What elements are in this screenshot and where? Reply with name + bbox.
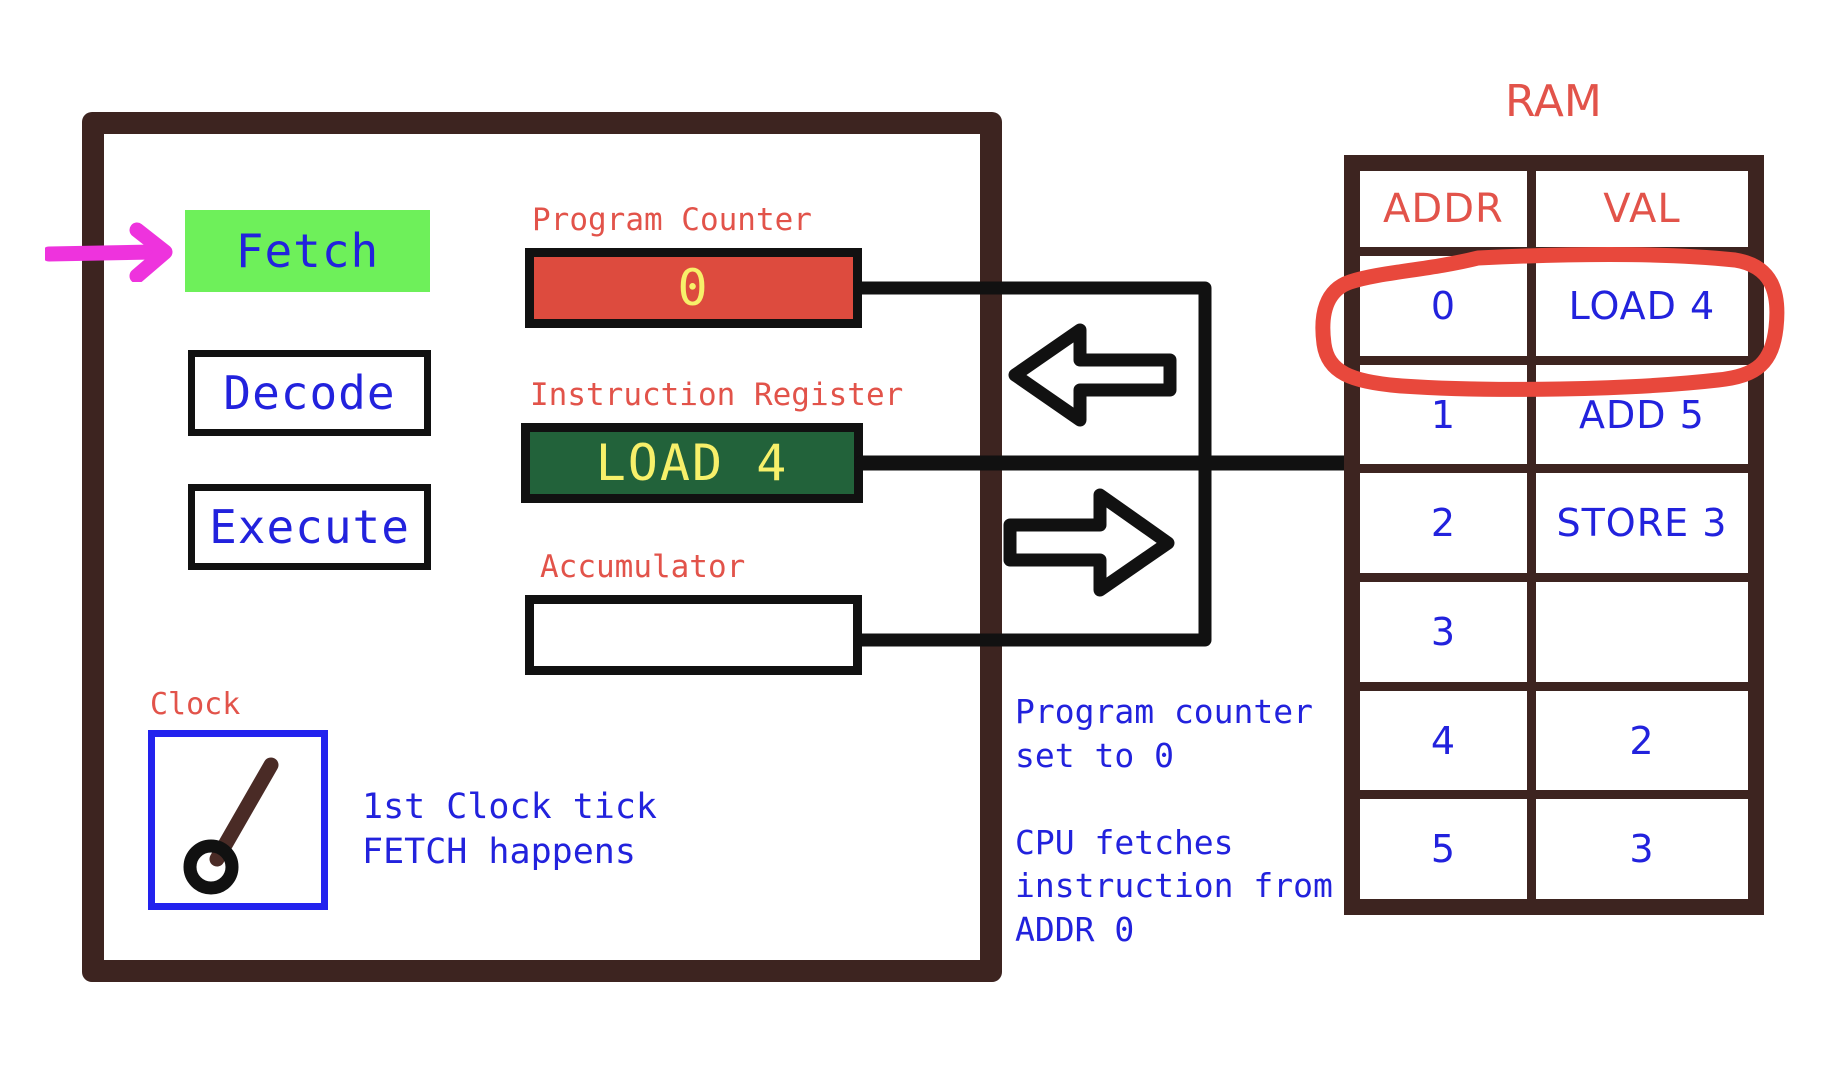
clock-note: 1st Clock tick FETCH happens [362, 787, 658, 872]
ram-val-1: ADD 5 [1535, 364, 1748, 465]
program-counter-value-box: 0 [525, 248, 862, 328]
ram-val-2: STORE 3 [1535, 473, 1748, 574]
table-row[interactable]: 2 STORE 3 [1360, 473, 1748, 574]
program-counter-value: 0 [677, 259, 710, 317]
bus-read-arrow-icon [1008, 323, 1177, 427]
clock-label: Clock [150, 687, 241, 722]
ram-val-3 [1535, 582, 1748, 682]
ram-val-4: 2 [1535, 690, 1748, 791]
accumulator-value-box [525, 595, 862, 675]
ram-addr-1: 1 [1360, 364, 1527, 465]
clock-hand-icon [183, 757, 279, 895]
ram-addr-0: 0 [1360, 256, 1527, 356]
ram-addr-5: 5 [1360, 799, 1527, 900]
clock-box [148, 730, 328, 910]
instruction-register-label: Instruction Register [530, 377, 904, 413]
stage-execute-label: Execute [209, 500, 410, 554]
ram-header-row: ADDR VAL [1360, 171, 1748, 247]
instruction-register-value-box: LOAD 4 [521, 423, 863, 503]
stage-decode[interactable]: Decode [188, 350, 431, 436]
ram-table: ADDR VAL 0 LOAD 4 1 ADD 5 2 STORE 3 3 4 … [1344, 155, 1764, 915]
bus-explanation-notes: Program counter set to 0 CPU fetches ins… [1015, 692, 1333, 949]
accumulator-label: Accumulator [540, 549, 746, 585]
ram-addr-2: 2 [1360, 473, 1527, 574]
ram-addr-3: 3 [1360, 582, 1527, 682]
fetch-pointer-arrow-icon [45, 222, 173, 282]
ram-val-0: LOAD 4 [1535, 256, 1748, 356]
stage-decode-label: Decode [223, 366, 396, 420]
bus-write-arrow-icon [1003, 488, 1175, 597]
stage-fetch[interactable]: Fetch [185, 210, 430, 292]
ram-column-header-addr: ADDR [1360, 171, 1527, 247]
table-row[interactable]: 4 2 [1360, 690, 1748, 791]
program-counter-label: Program Counter [532, 202, 812, 238]
ram-column-header-val: VAL [1535, 171, 1748, 247]
ram-title: RAM [1505, 76, 1602, 127]
instruction-register-value: LOAD 4 [595, 434, 789, 492]
ram-val-5: 3 [1535, 799, 1748, 900]
stage-fetch-label: Fetch [235, 224, 380, 278]
table-row[interactable]: 5 3 [1360, 799, 1748, 900]
table-row[interactable]: 1 ADD 5 [1360, 364, 1748, 465]
table-row[interactable]: 3 [1360, 582, 1748, 682]
ram-addr-4: 4 [1360, 690, 1527, 791]
table-row[interactable]: 0 LOAD 4 [1360, 256, 1748, 356]
stage-execute[interactable]: Execute [188, 484, 431, 570]
